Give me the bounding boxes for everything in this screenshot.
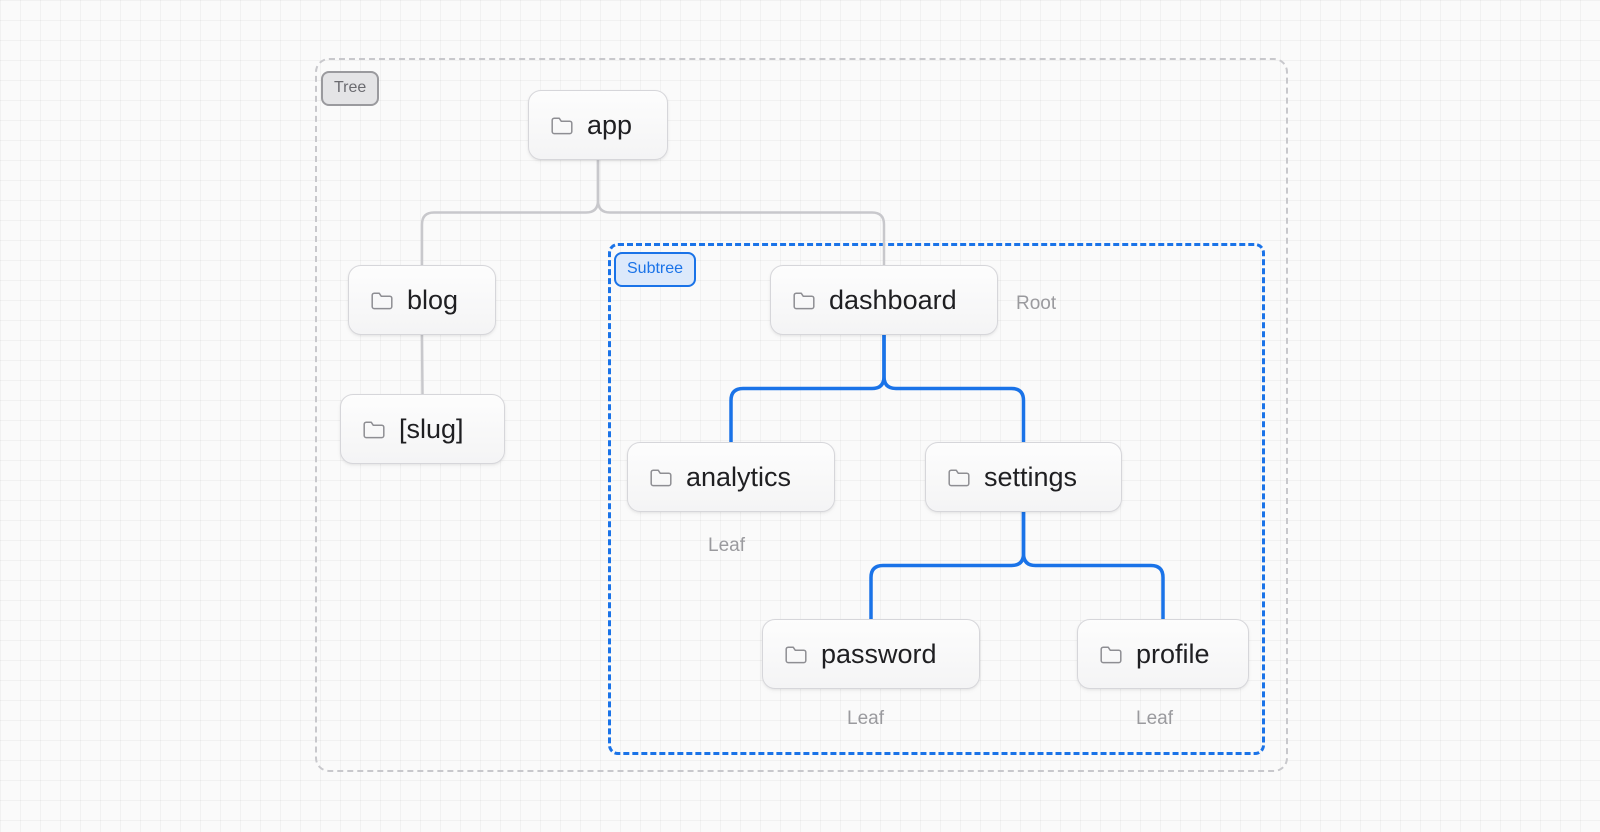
- node-label: [slug]: [399, 413, 464, 444]
- node-settings[interactable]: settings: [925, 442, 1122, 512]
- node-slug[interactable]: [slug]: [340, 394, 505, 464]
- node-password[interactable]: password: [762, 619, 980, 689]
- node-label: profile: [1136, 638, 1210, 669]
- analytics-leaf-annotation: Leaf: [708, 535, 745, 556]
- node-label: settings: [984, 461, 1078, 492]
- folder-icon: [785, 645, 807, 663]
- folder-icon: [1100, 645, 1122, 663]
- folder-icon: [948, 468, 970, 486]
- profile-leaf-annotation: Leaf: [1136, 708, 1173, 729]
- tree-group-box: [315, 58, 1288, 772]
- folder-icon: [650, 468, 672, 486]
- node-blog[interactable]: blog: [348, 265, 496, 335]
- node-dashboard[interactable]: dashboard: [770, 265, 998, 335]
- node-analytics[interactable]: analytics: [627, 442, 835, 512]
- subtree-group-badge: Subtree: [614, 252, 697, 287]
- node-label: analytics: [686, 461, 792, 492]
- folder-icon: [551, 116, 573, 134]
- root-annotation: Root: [1016, 293, 1057, 314]
- node-profile[interactable]: profile: [1077, 619, 1249, 689]
- node-label: blog: [407, 284, 459, 315]
- tree-group-badge: Tree: [321, 71, 380, 106]
- password-leaf-annotation: Leaf: [847, 708, 884, 729]
- node-label: password: [821, 638, 937, 669]
- node-app[interactable]: app: [528, 90, 668, 160]
- subtree-group-box: [608, 243, 1265, 755]
- folder-icon: [371, 291, 393, 309]
- folder-icon: [793, 291, 815, 309]
- node-label: dashboard: [829, 284, 957, 315]
- node-label: app: [587, 109, 633, 140]
- folder-icon: [363, 420, 385, 438]
